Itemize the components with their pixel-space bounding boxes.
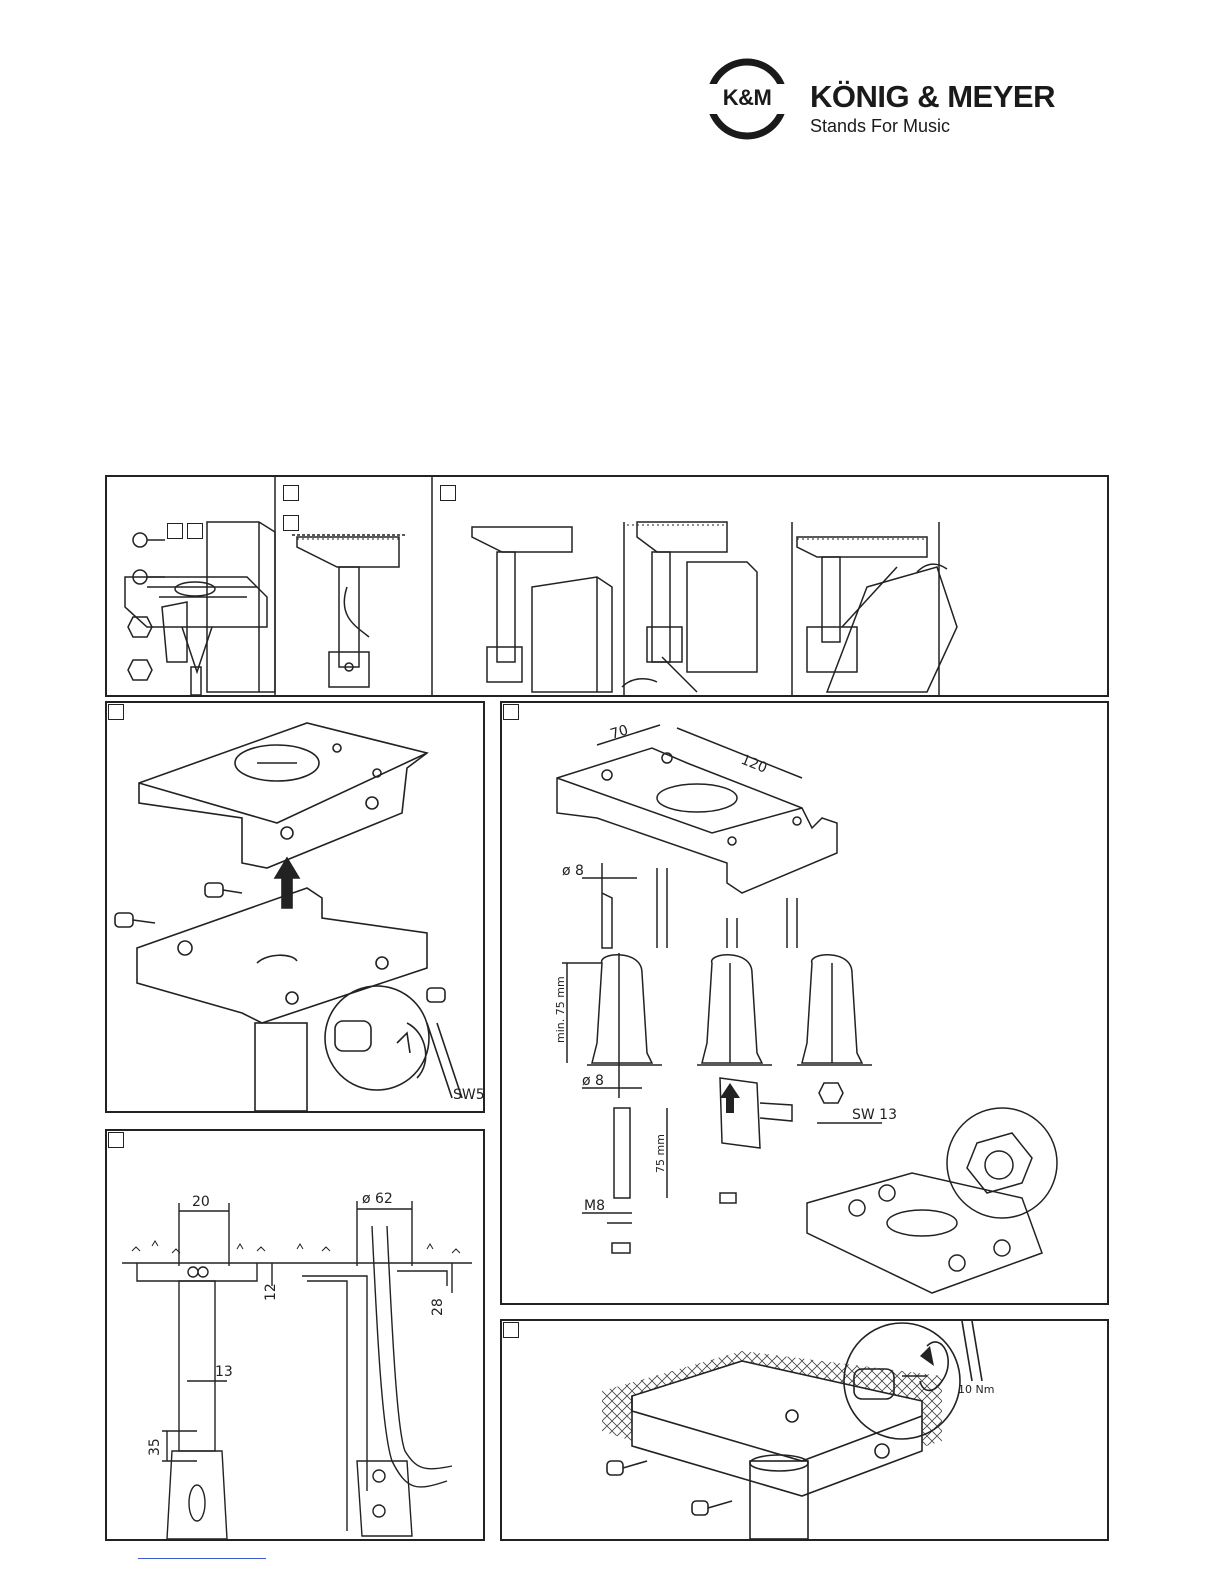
dim-b-wrench: SW 13 [852, 1107, 897, 1123]
dim-c-12: 12 [263, 1283, 279, 1301]
dim-b-anchor-dia: ø 8 [582, 1073, 604, 1089]
brand-tagline: Stands For Music [810, 116, 950, 136]
step-marker [187, 523, 203, 539]
figure-a-panel: SW5 [105, 701, 485, 1113]
dim-b-drill: ø 8 [562, 863, 584, 879]
top-steps-panel [105, 475, 1109, 697]
dim-c-35: 35 [147, 1438, 163, 1456]
footer-underline [138, 1558, 266, 1559]
top-steps-illustration [107, 477, 1107, 695]
figure-c-panel: 20 ø 62 12 28 13 35 [105, 1129, 485, 1541]
figure-a-illustration: SW5 [107, 703, 483, 1111]
figure-c-illustration: 20 ø 62 12 28 13 35 [107, 1131, 483, 1539]
step-marker [283, 485, 299, 501]
dim-b-depth: min. 75 mm [554, 976, 567, 1043]
dim-c-20: 20 [192, 1194, 210, 1210]
step-marker [108, 704, 124, 720]
dim-c-13: 13 [215, 1364, 233, 1380]
step-marker [167, 523, 183, 539]
dim-c-62: ø 62 [362, 1191, 393, 1207]
konig-meyer-logo: K&M KÖNIG & MEYER Stands For Music [706, 58, 1106, 140]
dim-c-28: 28 [430, 1298, 446, 1316]
figure-d-panel: 10 Nm [500, 1319, 1109, 1541]
dim-b-thread: M8 [584, 1198, 605, 1214]
dim-b-120: 120 [739, 752, 770, 777]
figure-b-illustration: 70 120 ø 8 min. 75 mm ø 8 75 mm M8 SW 13 [502, 703, 1107, 1303]
figure-b-panel: 70 120 ø 8 min. 75 mm ø 8 75 mm M8 SW 13 [500, 701, 1109, 1305]
step-marker [108, 1132, 124, 1148]
dim-a-wrench: SW5 [453, 1087, 483, 1103]
dim-d-torque: 10 Nm [958, 1383, 994, 1396]
step-marker [440, 485, 456, 501]
step-marker [503, 1322, 519, 1338]
step-marker [503, 704, 519, 720]
dim-b-70: 70 [608, 722, 630, 743]
brand-name: KÖNIG & MEYER [810, 80, 1055, 114]
dim-b-anchor-length: 75 mm [654, 1134, 667, 1173]
step-marker [283, 515, 299, 531]
logo-badge-text: K&M [706, 84, 788, 112]
figure-d-illustration: 10 Nm [502, 1321, 1107, 1539]
